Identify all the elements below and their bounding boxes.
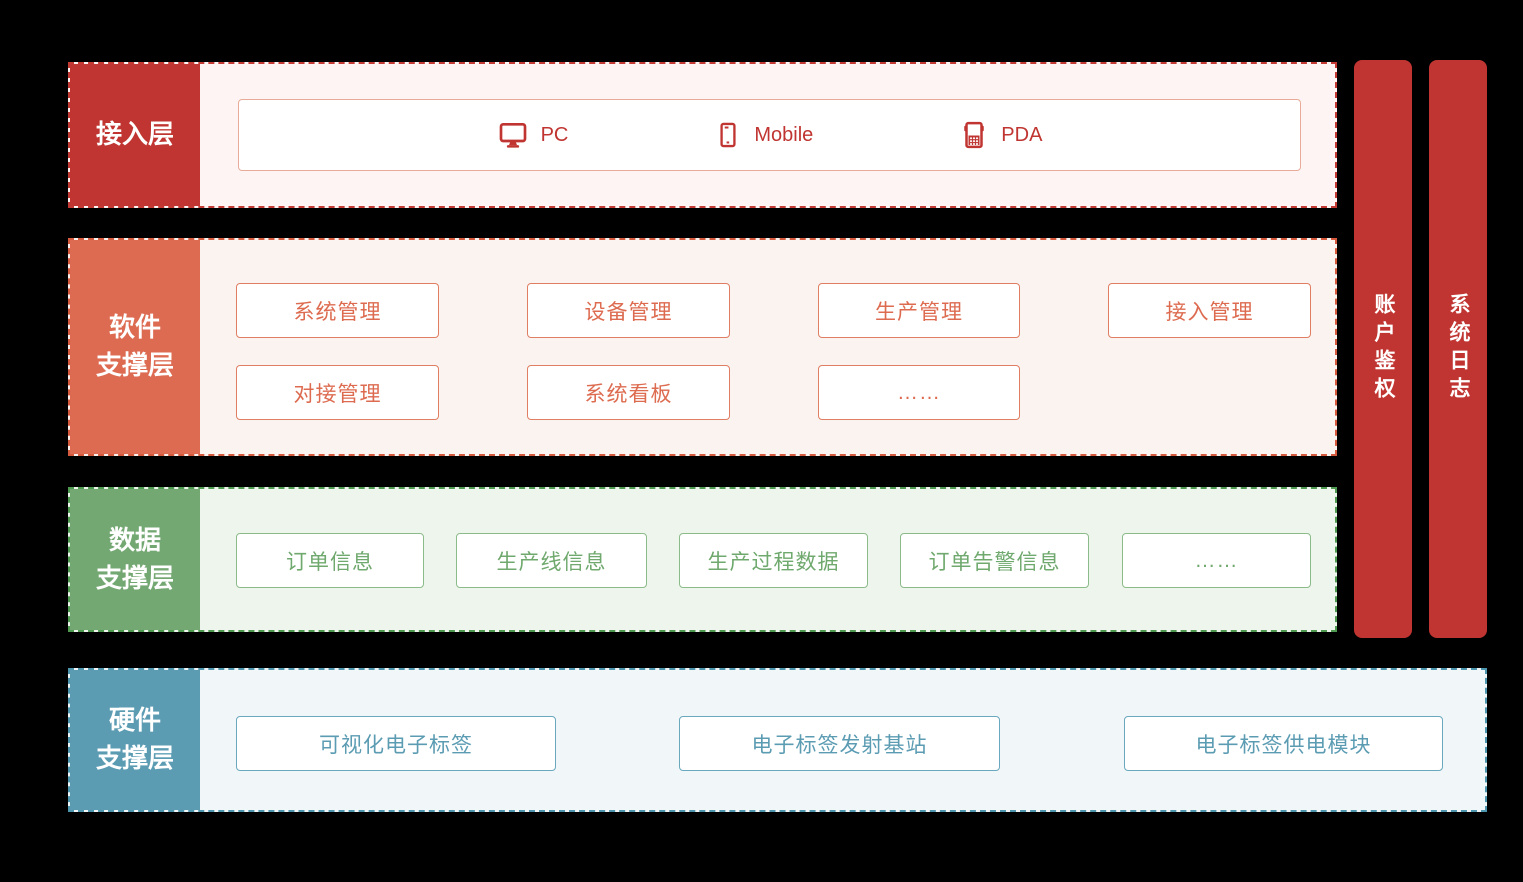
data-module-box: 订单信息: [236, 533, 424, 588]
access-layer-label: 接入层: [70, 64, 200, 206]
system-log-bar: 系统日志: [1429, 60, 1487, 638]
software-module-box: 设备管理: [527, 283, 730, 338]
software-layer-label: 软件 支撑层: [70, 240, 200, 454]
account-auth-bar: 账户鉴权: [1354, 60, 1412, 638]
device-strip: PC Mobile: [238, 99, 1301, 171]
pda-icon: [959, 120, 989, 150]
software-module-box-ellipsis: ……: [818, 365, 1020, 420]
data-support-layer: 数据 支撑层 订单信息 生产线信息 生产过程数据 订单告警信息 ……: [68, 487, 1337, 632]
data-layer-label: 数据 支撑层: [70, 489, 200, 630]
hardware-layer-label: 硬件 支撑层: [70, 670, 200, 810]
layer-label-text: 支撑层: [95, 562, 174, 593]
software-module-box: 接入管理: [1108, 283, 1311, 338]
hardware-support-layer: 硬件 支撑层 可视化电子标签 电子标签发射基站 电子标签供电模块: [68, 668, 1487, 812]
layer-label-text: 软件: [108, 312, 161, 343]
layer-label-text: 支撑层: [95, 743, 174, 773]
data-module-box: 订单告警信息: [900, 533, 1089, 588]
software-support-layer: 软件 支撑层 系统管理 设备管理 生产管理 接入管理 对接管理 系统看板 ……: [68, 238, 1337, 456]
device-pc: PC: [497, 119, 569, 151]
device-mobile: Mobile: [714, 121, 813, 149]
data-module-box: 生产过程数据: [679, 533, 868, 588]
mobile-icon: [714, 121, 742, 149]
layer-label-text: 接入层: [95, 119, 174, 150]
software-module-box: 系统管理: [236, 283, 439, 338]
device-label: Mobile: [754, 123, 814, 146]
data-module-box-ellipsis: ……: [1122, 533, 1311, 588]
data-module-box: 生产线信息: [456, 533, 647, 588]
hardware-module-box: 可视化电子标签: [236, 716, 556, 771]
hardware-module-box: 电子标签供电模块: [1124, 716, 1443, 771]
device-label: PDA: [1001, 123, 1043, 146]
pc-icon: [497, 119, 529, 151]
layer-label-text: 硬件: [108, 705, 161, 736]
software-module-box: 对接管理: [236, 365, 439, 420]
device-label: PC: [540, 123, 569, 146]
layer-label-text: 数据: [108, 524, 161, 555]
access-layer: 接入层 PC Mobile: [68, 62, 1337, 208]
device-pda: PDA: [959, 120, 1042, 150]
software-module-box: 系统看板: [527, 365, 730, 420]
layer-label-text: 支撑层: [95, 350, 174, 380]
hardware-module-box: 电子标签发射基站: [679, 716, 1000, 771]
software-module-box: 生产管理: [818, 283, 1020, 338]
